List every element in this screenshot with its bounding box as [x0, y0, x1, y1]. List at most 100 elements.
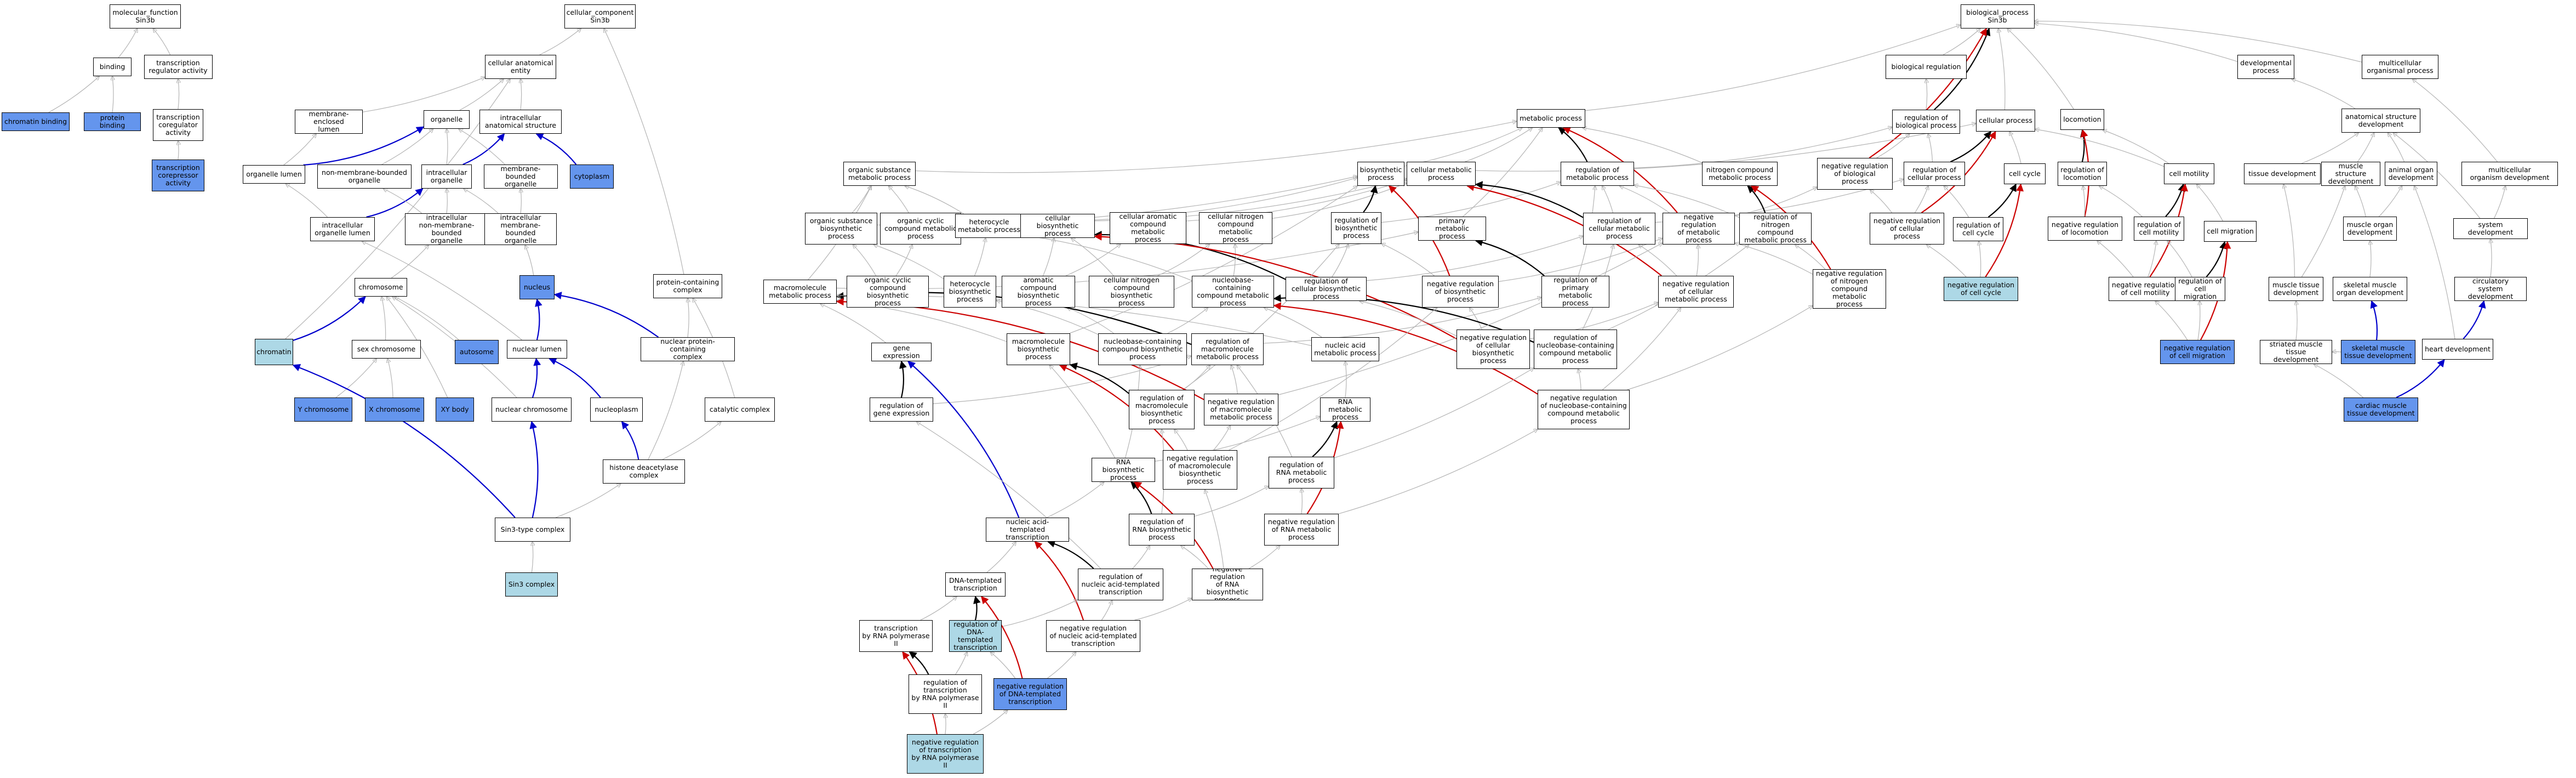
edge-is-a [2370, 241, 2371, 277]
go-term-skelmusctissdev: skeletal muscle tissue development [2341, 340, 2415, 364]
go-term-label: system development [2468, 220, 2514, 236]
edge-is-a [2103, 130, 2169, 164]
go-term-ncmp: nitrogen compound metabolic process [1702, 162, 1778, 186]
edge-is-a [1465, 128, 1533, 162]
edge-is-a [920, 597, 957, 621]
edge-is-a [2387, 133, 2405, 162]
edge-negatively-regulates [1059, 364, 1174, 451]
go-term-label: heterocycle metabolic process [958, 218, 1020, 234]
go-term-label: intracellular non-membrane-bounded organ… [419, 213, 475, 245]
edge-is-a [2197, 184, 2223, 222]
go-term-label: regulation of cell motility [2137, 220, 2181, 236]
edge-is-a [1927, 245, 1967, 277]
edge-is-a [285, 184, 328, 218]
go-term-macrobiosyn: macromolecule biosynthetic process [1007, 333, 1070, 365]
edge-is-a [381, 129, 433, 165]
edge-is-a [1049, 365, 1116, 458]
go-term-label: transcription corepressor activity [156, 163, 200, 187]
go-term-xybody: XY body [436, 397, 474, 422]
edge-part-of [907, 361, 1020, 518]
go-term-label: protein binding [99, 113, 125, 129]
edge-is-a [521, 79, 522, 110]
edge-is-a [917, 422, 1101, 569]
go-term-label: regulation of cellular metabolic process [1589, 217, 1650, 240]
go-term-chromatin: chromatin [255, 339, 293, 365]
edge-is-a [1233, 244, 1235, 276]
edge-is-a [2007, 29, 2074, 110]
go-term-label: heterocycle biosynthetic process [949, 280, 991, 303]
edge-part-of [2463, 300, 2486, 339]
go-term-regmacromet: regulation of macromolecule metabolic pr… [1191, 333, 1264, 365]
go-term-label: locomotion [2063, 115, 2101, 123]
go-term-label: organic cyclic compound biosynthetic pro… [864, 276, 911, 307]
go-term-systdev: system development [2453, 218, 2528, 239]
edge-is-a [1463, 128, 1543, 217]
go-term-regmacrobiosyn: regulation of macromolecule biosynthetic… [1129, 390, 1195, 429]
go-term-cellmot: cell motility [2164, 163, 2214, 184]
go-term-nucacidmet: nucleic acid metabolic process [1311, 337, 1379, 361]
go-term-devproc: developmental process [2237, 55, 2294, 79]
go-term-label: nucleoplasm [595, 405, 638, 413]
edge-is-a [1134, 598, 1192, 621]
go-term-label: negative regulation of nitrogen compound… [1815, 269, 1883, 308]
edge-is-a [1470, 308, 1482, 330]
edge-is-a [2147, 241, 2156, 277]
edge-is-a [1334, 368, 1534, 458]
go-term-primmet: primary metabolic process [1418, 217, 1486, 241]
edge-is-a [1174, 429, 1188, 451]
go-term-sin3type: Sin3-type complex [495, 518, 570, 542]
go-term-chrombind: chromatin binding [2, 112, 70, 131]
go-term-label: negative regulation of cell migration [2163, 344, 2231, 360]
edge-is-a [2301, 133, 2358, 164]
edge-part-of [293, 296, 366, 341]
edge-is-a [1360, 301, 1457, 337]
edge-is-a [1181, 546, 1209, 569]
edge-is-a [1101, 600, 1112, 621]
go-term-label: nuclear lumen [512, 345, 562, 353]
go-term-negregnbccmp: negative regulation of nucleobase-contai… [1538, 390, 1630, 429]
edge-is-a [382, 297, 386, 340]
edge-is-a [1876, 134, 1910, 158]
go-term-nbccbp: nucleobase-containing compound biosynthe… [1098, 333, 1187, 365]
go-term-negregcp: negative regulation of cellular process [1870, 213, 1944, 245]
edge-is-a [986, 542, 1016, 573]
go-term-label: autosome [459, 348, 494, 356]
go-term-label: negative regulation of DNA-templated tra… [996, 682, 1064, 706]
go-term-negregbiosyn: negative regulation of biosynthetic proc… [1422, 276, 1499, 308]
go-term-xchr: X chromosome [365, 397, 424, 422]
edge-is-a [2314, 364, 2363, 398]
go-term-label: chromosome [358, 283, 403, 291]
go-term-regrnamet: regulation of RNA metabolic process [1269, 457, 1334, 489]
go-term-negregcc: negative regulation of cell cycle [1944, 277, 2018, 301]
edge-part-of [462, 133, 505, 166]
go-term-label: aromatic compound biosynthetic process [1017, 276, 1060, 307]
edge-is-a [1944, 186, 1969, 218]
go-term-cellmet: cellular metabolic process [1407, 162, 1476, 186]
go-term-chromosome: chromosome [355, 278, 407, 297]
go-term-label: catalytic complex [709, 405, 770, 413]
go-term-negregtrnapol2: negative regulation of transcription by … [907, 734, 984, 774]
edge-is-a [1264, 308, 1322, 338]
go-term-sexchr: sex chromosome [352, 340, 421, 359]
go-term-label: skeletal muscle tissue development [2344, 344, 2412, 360]
go-term-cc: cellular_component Sin3b [564, 4, 636, 29]
go-term-occmp: organic cyclic compound metabolic proces… [880, 213, 961, 245]
go-term-regnatt: regulation of nucleic acid-templated tra… [1078, 569, 1163, 600]
edge-is-a [362, 77, 485, 112]
go-term-label: transcription by RNA polymerase II [862, 624, 930, 648]
edge-is-a [447, 129, 448, 165]
go-term-ol: organelle lumen [243, 165, 305, 184]
go-term-label: RNA biosynthetic process [1102, 458, 1145, 481]
edge-part-of [621, 421, 639, 460]
edge-is-a [2198, 301, 2200, 340]
go-term-regbiosyn: regulation of biosynthetic process [1331, 212, 1381, 244]
edge-regulates [1047, 540, 1094, 569]
edge-is-a [662, 422, 721, 460]
go-term-label: chromatin binding [4, 117, 67, 126]
edge-is-a [1926, 79, 1927, 110]
edge-is-a [1345, 361, 1346, 398]
go-term-label: tissue development [2248, 169, 2316, 178]
go-term-label: regulation of RNA biosynthetic process [1132, 518, 1191, 541]
go-term-trnapol2: transcription by RNA polymerase II [859, 620, 933, 652]
go-term-label: regulation of primary metabolic process [1553, 276, 1597, 307]
